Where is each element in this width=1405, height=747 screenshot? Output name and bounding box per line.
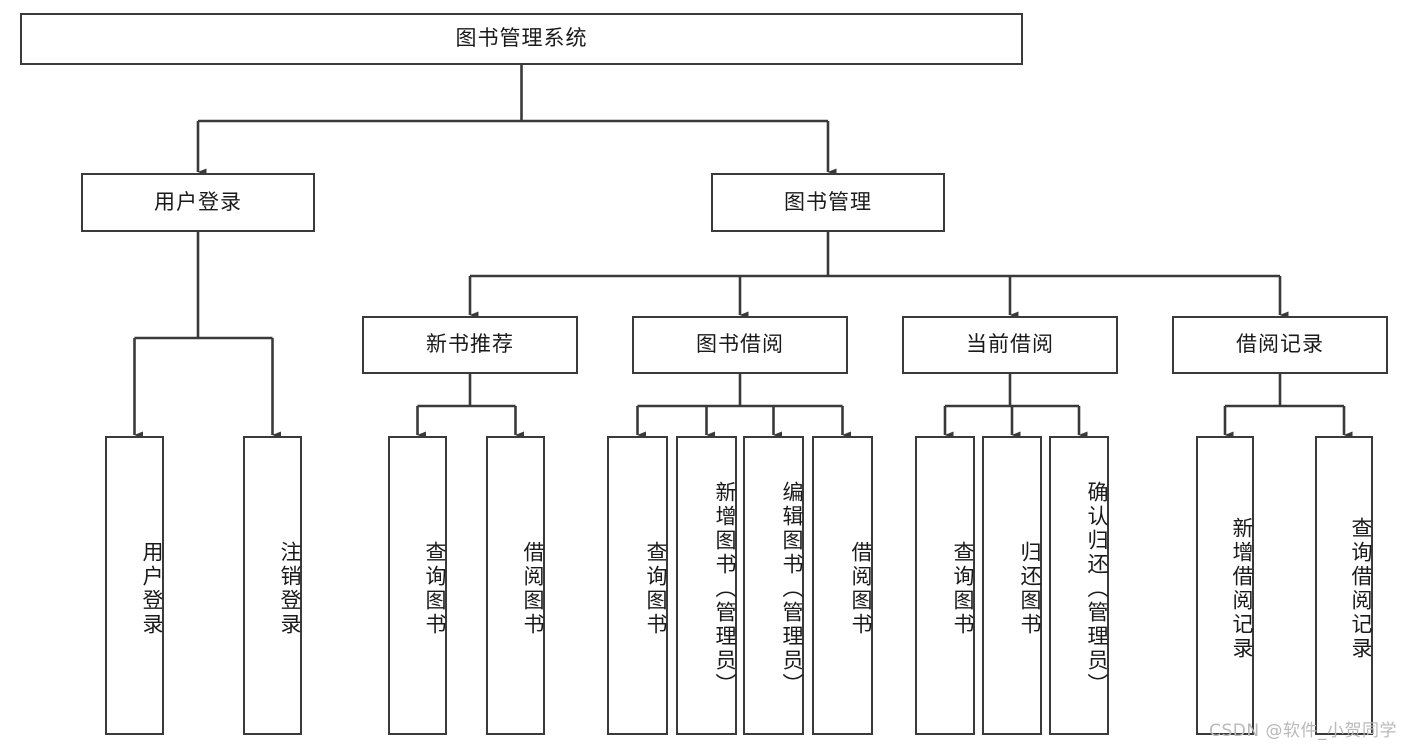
node-book-manage[interactable]: 图书管理 (711, 173, 945, 232)
node-label-current-borrow: 当前借阅 (966, 332, 1054, 357)
node-leaf-rec-borrow-book[interactable]: 借阅图书 (486, 436, 545, 735)
node-label-borrow-record: 借阅记录 (1236, 332, 1324, 357)
node-book-borrow[interactable]: 图书借阅 (632, 316, 848, 374)
node-leaf-borrow-book[interactable]: 借阅图书 (812, 436, 873, 735)
watermark-text: CSDN @软件_小贺同学 (1209, 721, 1397, 741)
node-label-leaf-cur-query-book: 查询图书 (951, 540, 975, 637)
node-leaf-add-borrow-record[interactable]: 新增借阅记录 (1196, 436, 1254, 735)
node-leaf-user-login[interactable]: 用户登录 (105, 436, 164, 735)
node-label-leaf-confirm-return-admin: 确认归还（管理员） (1085, 480, 1109, 697)
node-label-new-book-rec: 新书推荐 (426, 332, 514, 357)
node-new-book-rec[interactable]: 新书推荐 (362, 316, 578, 374)
node-leaf-query-borrow-record[interactable]: 查询借阅记录 (1315, 436, 1373, 735)
node-label-leaf-query-borrow-record: 查询借阅记录 (1349, 516, 1373, 661)
node-leaf-confirm-return-admin[interactable]: 确认归还（管理员） (1049, 436, 1109, 735)
node-leaf-edit-book-admin[interactable]: 编辑图书（管理员） (743, 436, 804, 735)
node-label-leaf-add-book-admin: 新增图书（管理员） (713, 480, 737, 697)
node-current-borrow[interactable]: 当前借阅 (902, 316, 1118, 374)
node-label-root: 图书管理系统 (455, 26, 588, 51)
node-label-book-manage: 图书管理 (784, 189, 872, 214)
node-label-leaf-return-book: 归还图书 (1018, 540, 1042, 637)
node-borrow-record[interactable]: 借阅记录 (1172, 316, 1388, 374)
node-label-leaf-rec-query-book: 查询图书 (423, 540, 447, 637)
node-label-leaf-user-login: 用户登录 (140, 540, 164, 637)
node-user-login[interactable]: 用户登录 (81, 173, 315, 232)
node-label-leaf-rec-borrow-book: 借阅图书 (521, 540, 545, 637)
node-label-leaf-user-logout: 注销登录 (278, 540, 302, 637)
node-label-book-borrow: 图书借阅 (696, 332, 784, 357)
node-label-user-login: 用户登录 (154, 189, 242, 214)
node-leaf-return-book[interactable]: 归还图书 (982, 436, 1042, 735)
node-leaf-cur-query-book[interactable]: 查询图书 (915, 436, 975, 735)
node-label-leaf-borrow-book: 借阅图书 (849, 540, 873, 637)
node-leaf-add-book-admin[interactable]: 新增图书（管理员） (676, 436, 737, 735)
node-leaf-rec-query-book[interactable]: 查询图书 (388, 436, 447, 735)
node-leaf-user-logout[interactable]: 注销登录 (243, 436, 302, 735)
node-label-leaf-borrow-query-book: 查询图书 (644, 540, 668, 637)
node-root[interactable]: 图书管理系统 (20, 13, 1023, 65)
node-label-leaf-add-borrow-record: 新增借阅记录 (1230, 516, 1254, 661)
node-label-leaf-edit-book-admin: 编辑图书（管理员） (780, 480, 804, 697)
node-leaf-borrow-query-book[interactable]: 查询图书 (607, 436, 668, 735)
